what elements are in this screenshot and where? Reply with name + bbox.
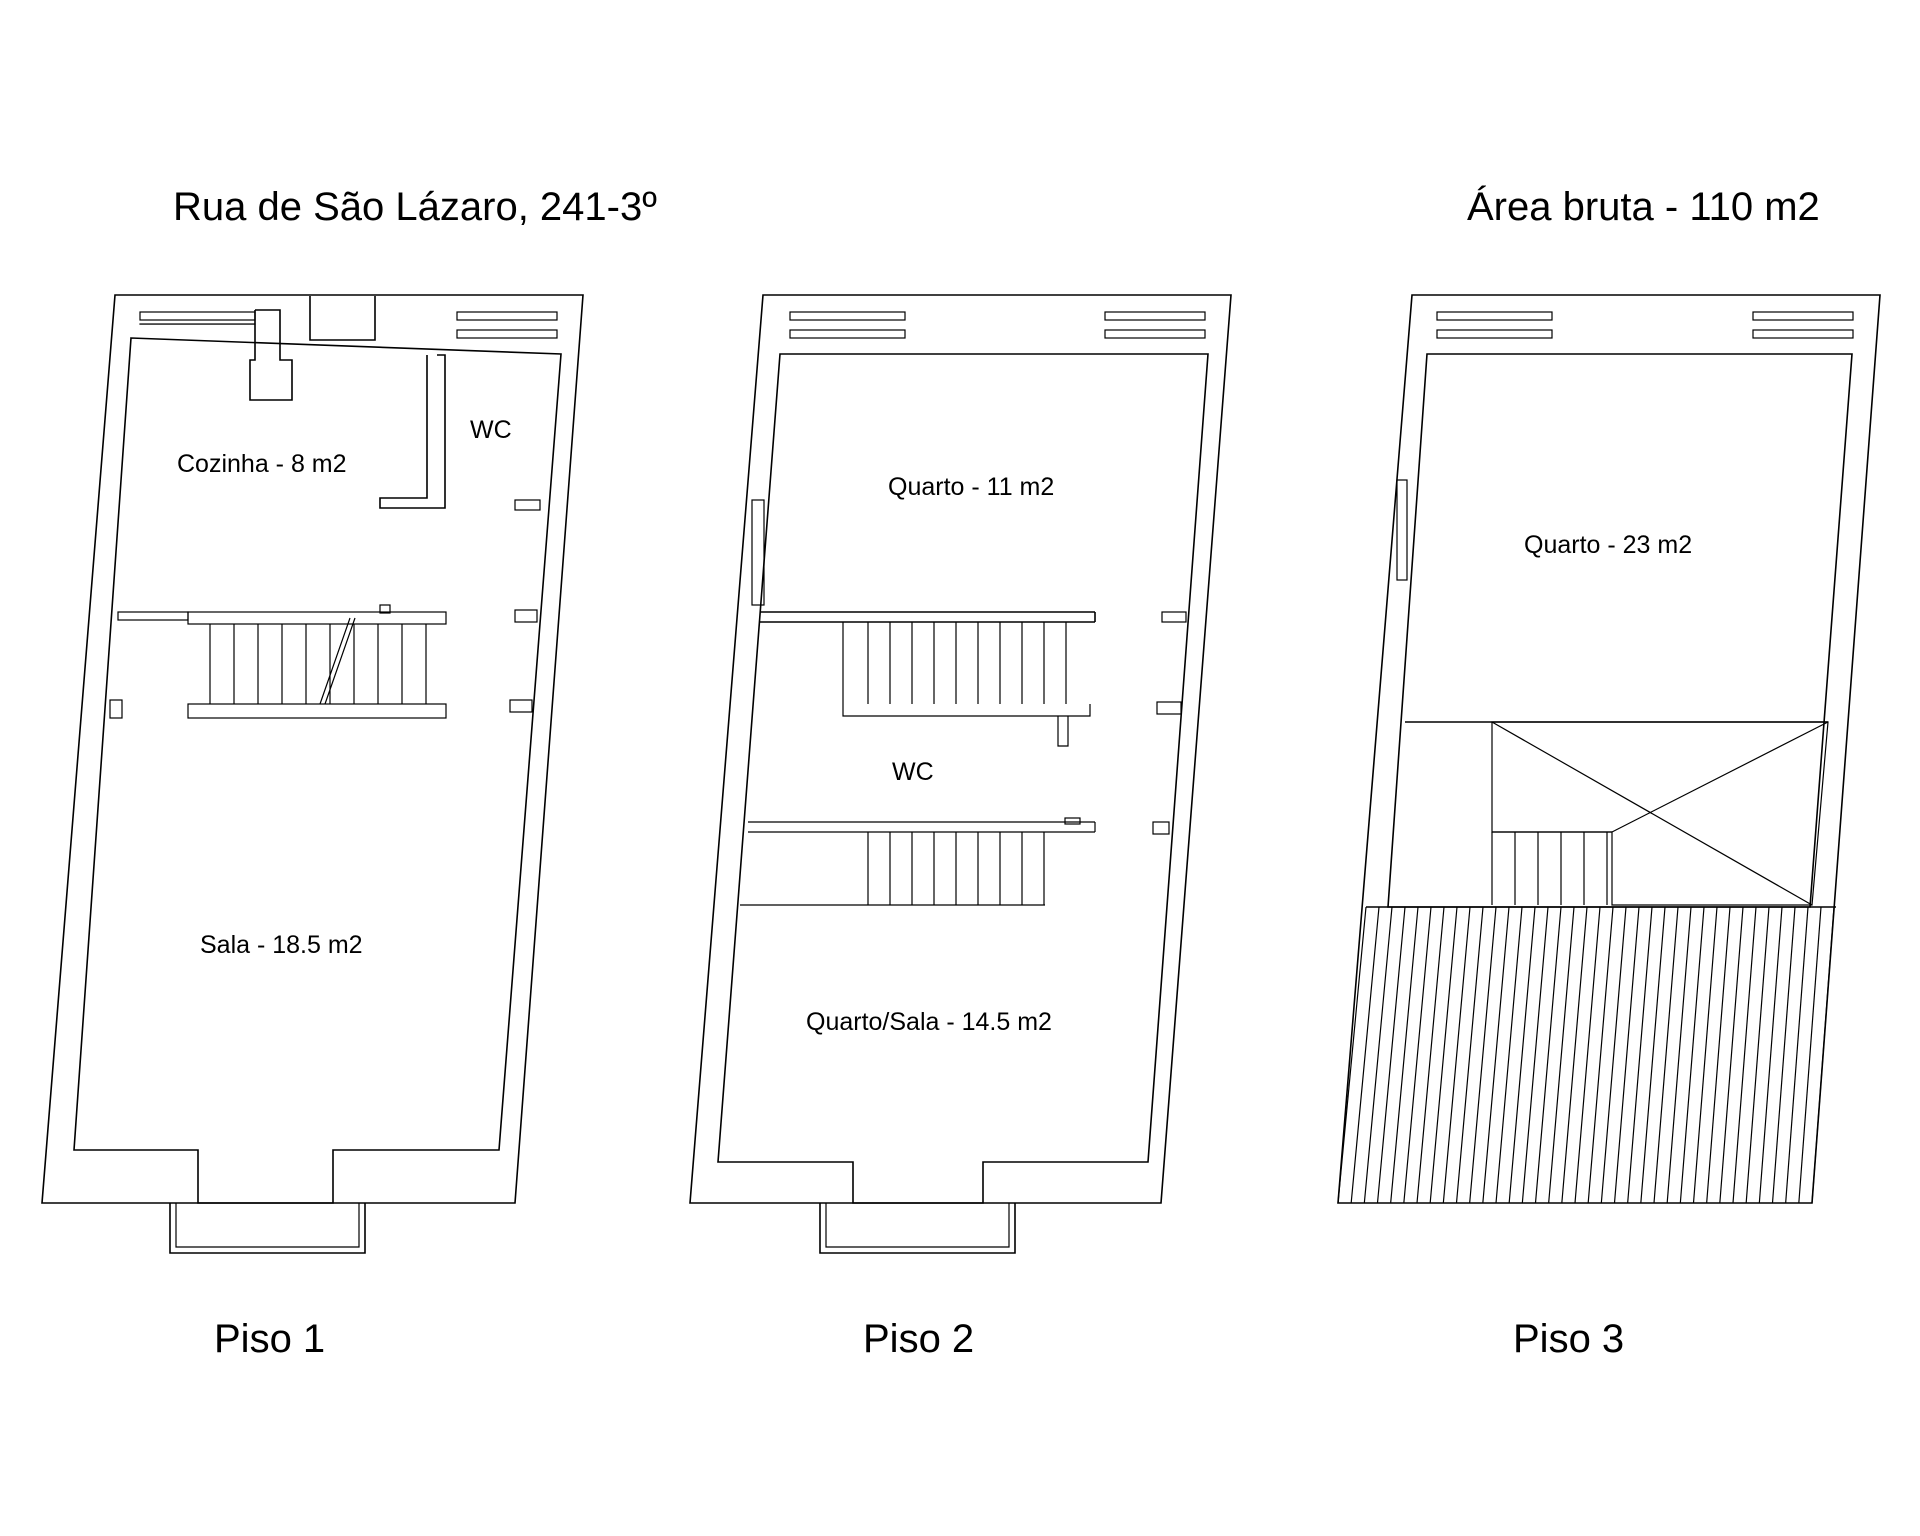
floor-1-label: Piso 1	[214, 1317, 325, 1361]
floor-3-plan: Quarto - 23 m2 Piso 3	[1337, 294, 1881, 1361]
floor-2-room-wc: WC	[892, 758, 934, 786]
floor-3-outer-wall	[1337, 294, 1881, 1204]
floor-3-void	[1405, 721, 1829, 906]
floor-2-balcony	[819, 1203, 1016, 1254]
floor-1-plan: Cozinha - 8 m2 WC Sala - 18.5 m2 Piso 1	[41, 294, 584, 1361]
floor-3-room-bedroom: Quarto - 23 m2	[1524, 531, 1692, 559]
floor-1-room-wc: WC	[470, 416, 512, 444]
floor-2-plan: Quarto - 11 m2 WC Quarto/Sala - 14.5 m2 …	[689, 294, 1232, 1361]
floor-2-outer-wall	[689, 294, 1232, 1204]
floor-2-side-window	[751, 499, 765, 606]
floor-2-room-bedroom-living: Quarto/Sala - 14.5 m2	[806, 1008, 1052, 1036]
floor-1-wc-wall	[379, 354, 446, 509]
floor-3-top-vents	[1436, 311, 1854, 339]
gross-area-label: Área bruta - 110 m2	[1467, 184, 1820, 229]
floor-3-label: Piso 3	[1513, 1317, 1624, 1361]
floor-1-inner-wall	[73, 337, 562, 1204]
floor-2-room-bedroom: Quarto - 11 m2	[888, 473, 1054, 501]
floor-2-top-vents	[789, 311, 1206, 339]
floor-3-inner-wall	[1387, 353, 1853, 908]
floor-1-room-kitchen: Cozinha - 8 m2	[177, 450, 347, 478]
floor-3-side-window	[1396, 479, 1408, 581]
floor-3-roof-hatching	[1337, 906, 1836, 1204]
floor-1-outer-wall	[41, 294, 584, 1204]
floor-3-staircase	[1491, 831, 1612, 905]
floor-1-top-vents	[139, 311, 558, 339]
address-title: Rua de São Lázaro, 241-3º	[173, 185, 657, 229]
floor-1-staircase	[117, 604, 447, 719]
floor-2-label: Piso 2	[863, 1317, 974, 1361]
floor-2-upper-staircase	[842, 611, 1187, 747]
floor-1-room-living: Sala - 18.5 m2	[200, 931, 363, 959]
floor-2-lower-staircase	[740, 817, 1170, 906]
floor-1-chimney	[249, 309, 293, 401]
floor-2-inner-wall	[717, 353, 1209, 1204]
floor-1-balcony	[169, 1203, 366, 1254]
